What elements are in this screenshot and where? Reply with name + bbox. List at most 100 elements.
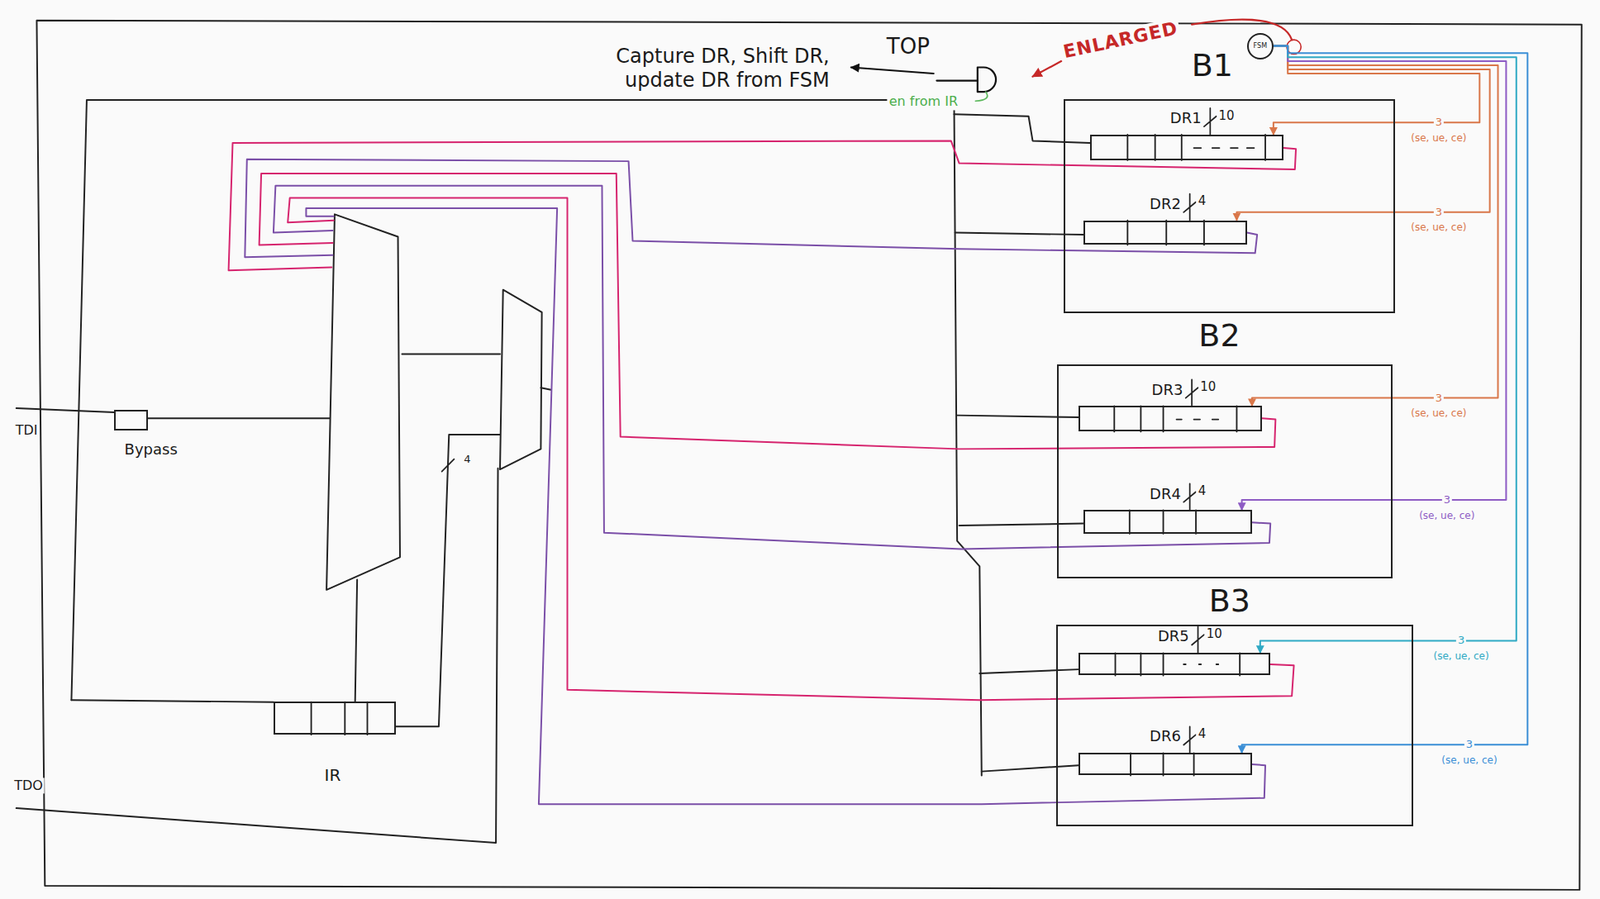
annotation: Capture DR, Shift DR, update DR from FSM [566,44,832,93]
register-cells [1127,220,1205,246]
tdi-branch [953,114,1090,143]
bypass-register: Bypass [114,409,148,431]
enlarge-marker [1286,39,1301,54]
pointer-arrow [851,67,934,74]
mux-symbol [326,214,400,590]
bus-width-slash [1191,626,1205,653]
signal-name: (se, ue, ce) [1431,650,1491,662]
dr-output-wire [273,185,1271,550]
bus-width-slash [1185,379,1199,406]
register-name: DR4 [1149,485,1181,503]
tdi-branch [981,765,1079,772]
ir-output-wire [395,434,500,727]
signal-name: en from IR [887,94,960,110]
gate-input [936,79,977,81]
bus-width: 3 [1433,391,1444,404]
enlarge-arrow [1033,61,1062,77]
register-cells [1130,752,1195,776]
register-box: DR6 [1078,752,1253,776]
block-box: B2DR3DR4 [1057,364,1393,579]
register-name: DR1 [1170,109,1202,128]
fsm-circle: FSM [1247,33,1274,60]
register-cells [311,702,368,736]
register-name: DR2 [1149,195,1181,214]
outer-frame [36,20,1581,891]
signal-name: (se, ue, ce) [1439,754,1499,767]
bus-width: 10 [1198,379,1218,395]
bus-width-slash [1183,194,1196,221]
tdi-branch [957,415,1079,418]
signal-name: (se, ue, ce) [1409,407,1468,420]
bus-slash [442,459,455,472]
register-box: DR4 [1083,509,1253,534]
fsm-label: FSM [1253,42,1267,50]
register-name: DR5 [1157,628,1190,646]
register-name: DR6 [1149,728,1181,746]
bus-width: 4 [1196,726,1209,742]
callout-note: ENLARGED [1059,17,1181,64]
register-name: Bypass [124,441,178,459]
dr-output-wire [259,173,1277,449]
pin-name: TDO [12,777,45,794]
bus-width: 4 [1196,193,1209,209]
block-box: B3DR5DR6 [1056,624,1414,827]
bus-width: 4 [461,452,472,467]
signal-name: (se, ue, ce) [1417,509,1477,521]
tdi-branch [979,669,1079,674]
and-gate-symbol [977,67,996,93]
register-cells [1115,652,1241,676]
tdo-wire [16,468,499,843]
tdi-branch [959,523,1085,526]
dr-output-wire [305,208,1266,805]
mux-symbol [500,290,543,470]
register-name: DR3 [1152,380,1184,399]
register-cells [1129,509,1196,534]
module-name: TOP [885,33,932,60]
tdi-bus [953,100,981,777]
tdi-wire [16,408,115,413]
control-bus [1236,46,1490,221]
control-bus [1242,46,1507,511]
bus-width-slash [1183,483,1196,510]
dr-output-wire [228,140,1296,271]
bus-width: 3 [1442,494,1453,506]
control-bus [1242,46,1529,754]
bus-width: 4 [1196,483,1209,499]
bus-width: 10 [1217,108,1237,124]
bus-width-slash [1204,108,1217,135]
signal-name: (se, ue, ce) [1409,221,1468,234]
bypass-wire [147,417,330,420]
bus-width: 10 [1204,626,1224,642]
block-heading: B1 [1191,47,1234,85]
bus-width: 3 [1456,634,1467,647]
register-name: IR [324,766,342,786]
block-heading: B3 [1209,584,1251,621]
instruction-register: IR [273,701,396,735]
mux-output-stub [540,387,551,390]
bus-width-slash [1183,726,1196,753]
control-bus [1260,46,1517,654]
register-box: DR2 [1083,220,1248,246]
control-bus [1273,46,1480,135]
ir-input-wire [71,700,273,702]
pin-name: TDI [14,422,40,439]
register-cells [1114,406,1237,433]
tdi-trunk [71,100,954,700]
block-box: B1DR1DR2 [1063,99,1396,314]
register-cells [1127,134,1266,161]
enable-wire [975,91,987,101]
mux-wire [401,353,500,356]
block-heading: B2 [1198,319,1240,356]
register-box: DR3 [1078,405,1262,432]
register-box: DR5 [1078,652,1271,676]
bus-width: 3 [1464,738,1475,751]
mux-select-wire [355,579,358,702]
signal-name: (se, ue, ce) [1409,131,1468,143]
enlarge-curve [1191,19,1292,40]
register-box: DR1 [1090,134,1285,161]
bus-width: 3 [1433,116,1444,129]
bus-width: 3 [1433,206,1444,219]
